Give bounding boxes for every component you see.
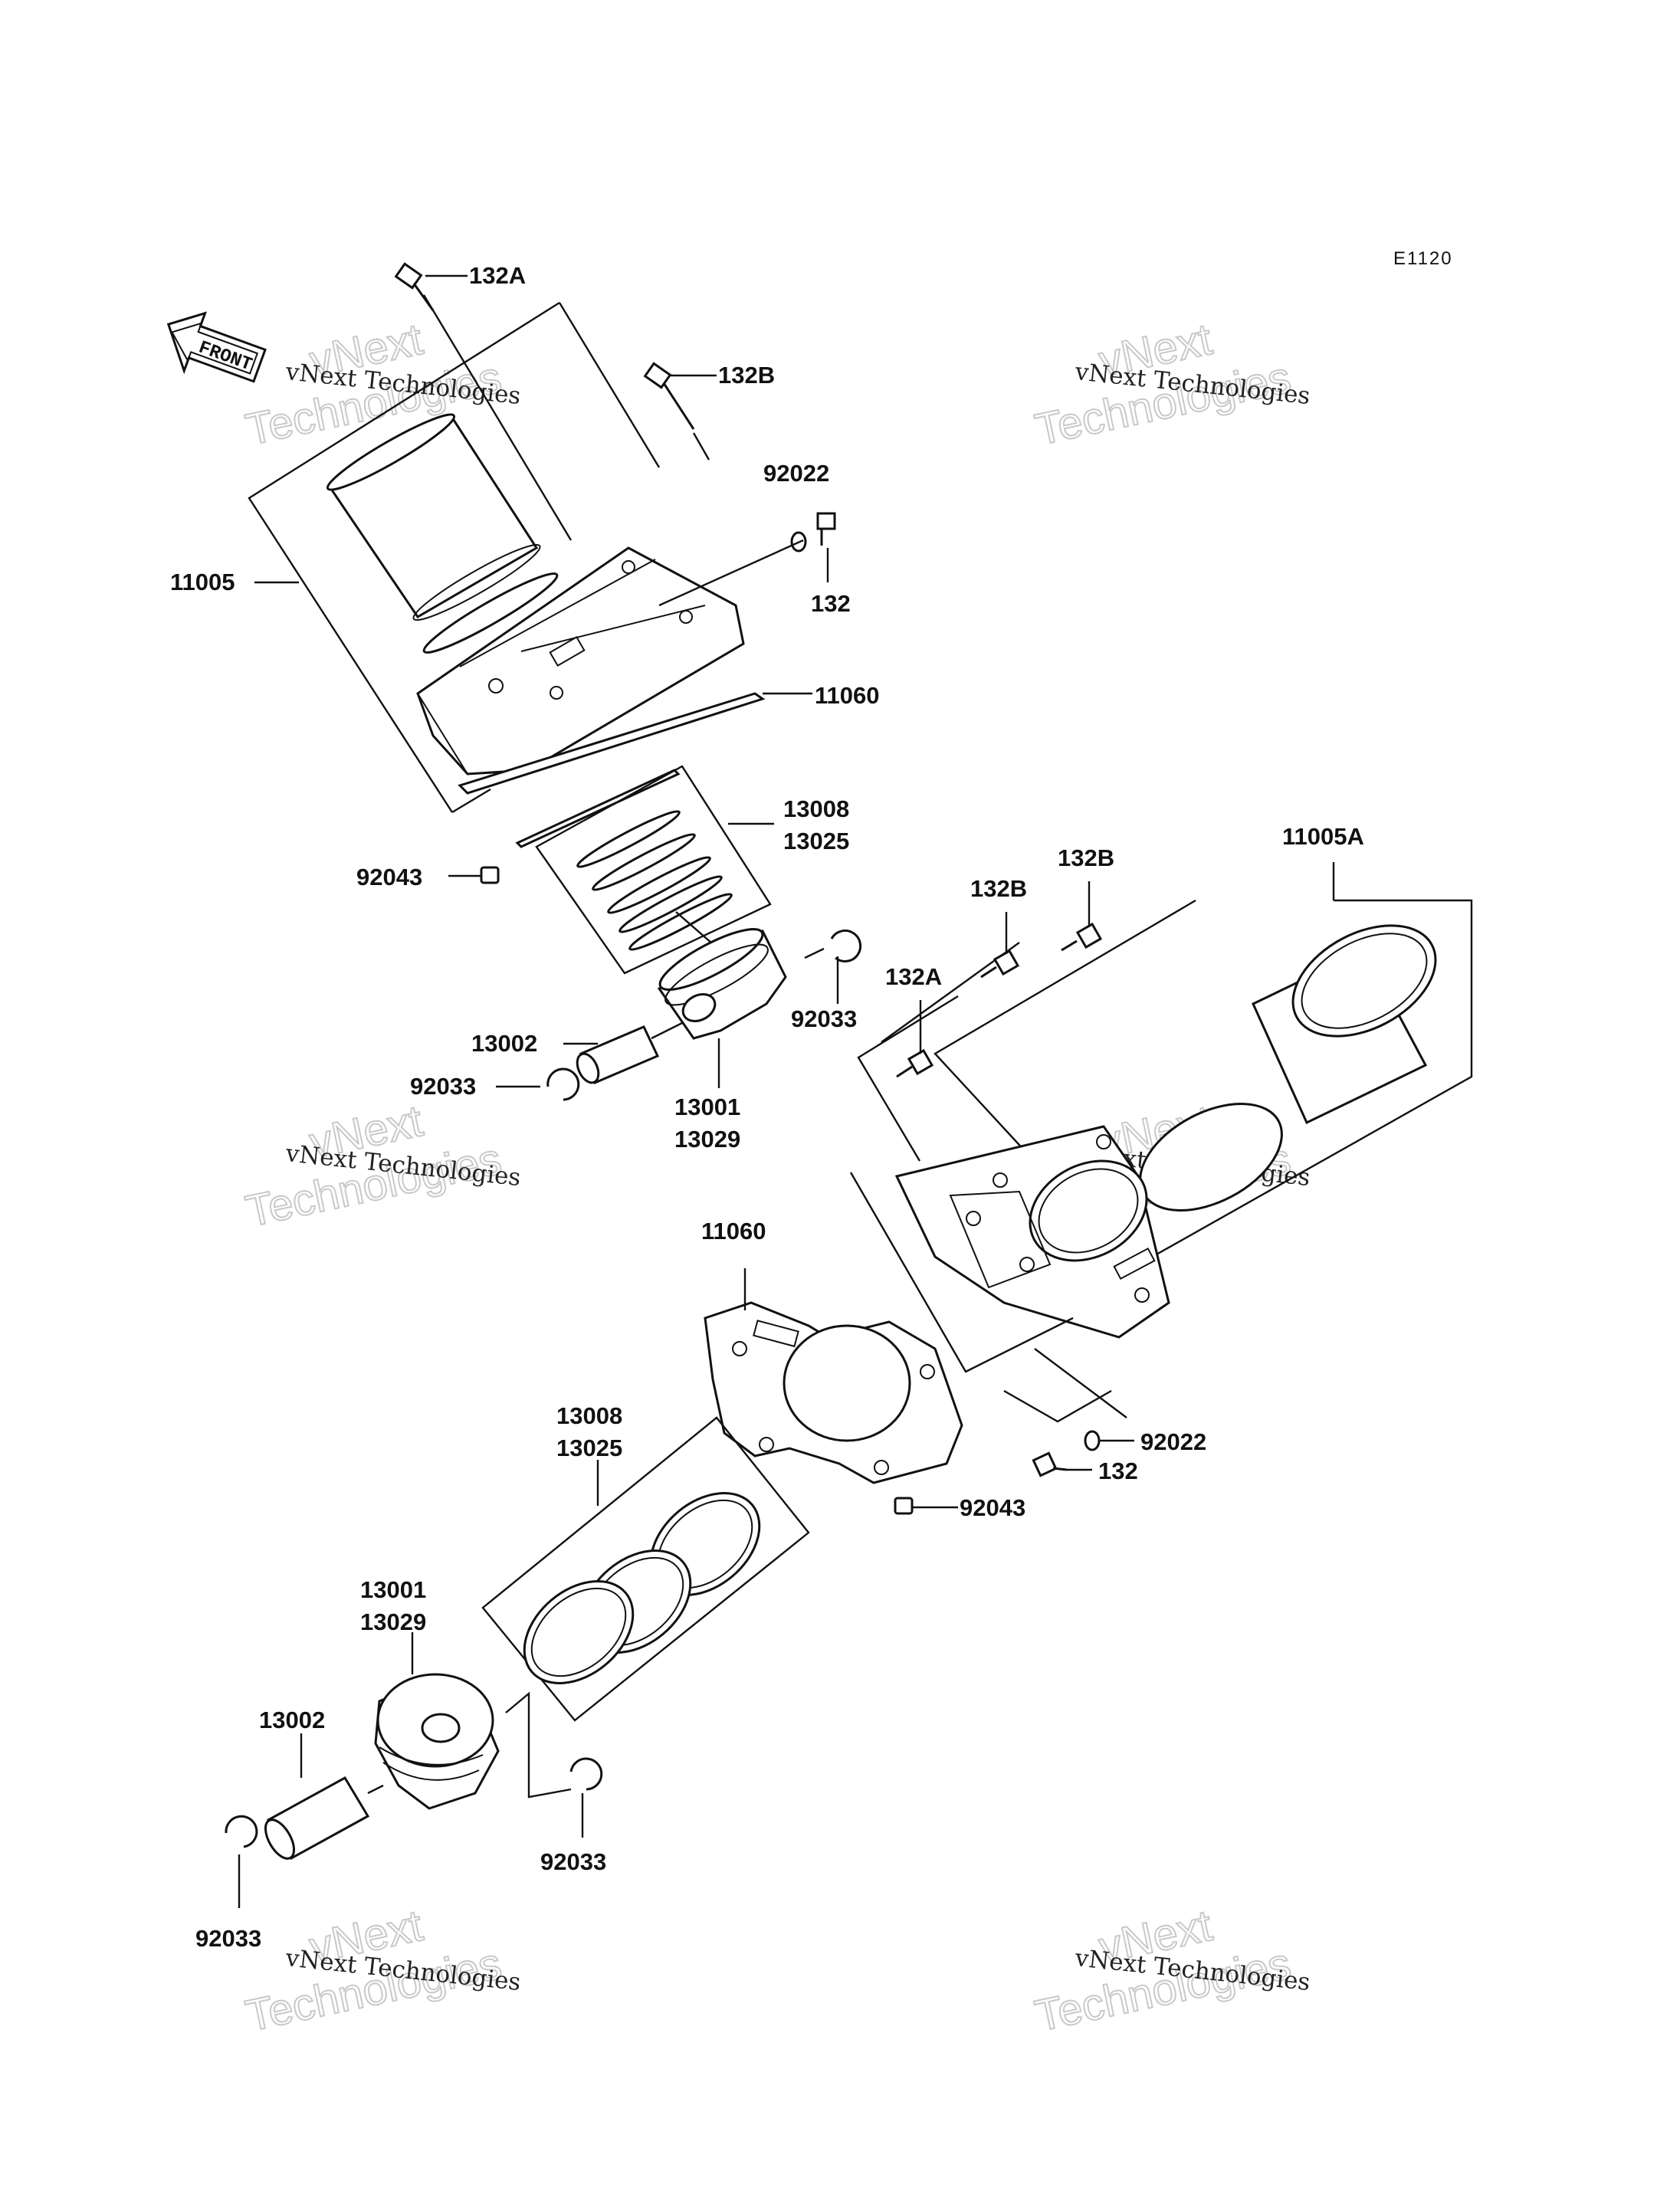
label-92022-lower: 92022	[1140, 1428, 1206, 1455]
circlip-92033-upper-a	[830, 929, 862, 962]
bracket-11005A	[1084, 899, 1473, 1297]
label-13002: 13002	[471, 1030, 537, 1057]
dowel-92043-upper	[480, 866, 500, 884]
label-92033-a: 92033	[791, 1005, 857, 1032]
piston-pin-upper	[576, 1025, 660, 1084]
bolt-132-upper	[816, 512, 836, 546]
circlip-92033-lower-b	[225, 1815, 258, 1848]
label-11005: 11005	[170, 569, 235, 595]
lower-assembly	[225, 862, 1473, 1908]
label-13008-lower: 13008	[556, 1402, 622, 1429]
label-13002-lower: 13002	[259, 1707, 325, 1733]
label-13029-lower: 13029	[360, 1608, 426, 1635]
label-11060: 11060	[815, 682, 880, 709]
bracket-11005	[248, 301, 560, 813]
piston-rings-upper	[576, 810, 733, 951]
label-132-lower: 132	[1098, 1458, 1138, 1484]
o-ring	[422, 572, 559, 654]
bolt-132B-upper	[643, 362, 717, 430]
circlip-92033-upper-b	[546, 1067, 580, 1101]
bolt-132A-upper	[394, 262, 468, 311]
washer-92022-lower	[1084, 1430, 1101, 1451]
label-132A-lower: 132A	[885, 963, 942, 990]
bolt-132B-lower-a	[980, 949, 1020, 979]
label-92033-lower-a: 92033	[540, 1848, 606, 1875]
label-13001: 13001	[674, 1094, 740, 1120]
diagram-code: E1120	[1393, 248, 1453, 269]
label-13001-lower: 13001	[360, 1576, 426, 1603]
bracket-13008	[535, 765, 772, 975]
piston-lower	[374, 1673, 500, 1810]
label-132B: 132B	[718, 362, 775, 389]
label-132B-a: 132B	[970, 875, 1027, 902]
bolt-132-lower	[1032, 1451, 1068, 1477]
piston-pin-lower	[264, 1776, 370, 1861]
dowel-92043-lower	[894, 1497, 914, 1515]
label-13029: 13029	[674, 1126, 740, 1153]
cylinder-block-lower	[894, 1125, 1170, 1339]
upper-labels: 132A 132B 92022 132 11005 11060 13008 13…	[170, 262, 880, 1153]
label-132B-b: 132B	[1058, 844, 1114, 871]
label-11005A: 11005A	[1282, 823, 1364, 850]
circlip-92033-lower-a	[569, 1757, 603, 1791]
base-gasket-lower	[704, 1301, 963, 1484]
upper-assembly	[248, 262, 862, 1101]
cylinder-sleeve-lower	[1252, 924, 1437, 1125]
label-11060-lower: 11060	[701, 1218, 766, 1244]
bolt-132A-lower	[896, 1048, 934, 1078]
label-132A: 132A	[469, 262, 526, 289]
front-arrow: FRONT	[166, 311, 267, 383]
lower-labels: 11005A 132B 132B 132A 11060 92022 132 92…	[195, 823, 1364, 1952]
cylinder-sleeve	[326, 413, 541, 621]
bolt-132B-lower-b	[1061, 922, 1103, 952]
label-13025-lower: 13025	[556, 1435, 622, 1461]
label-92033-b: 92033	[410, 1073, 476, 1100]
piston-rings-lower	[523, 1492, 761, 1684]
label-92022: 92022	[763, 460, 829, 487]
label-13025: 13025	[783, 828, 849, 854]
bracket-13008-lower	[481, 1416, 810, 1722]
label-92043-lower: 92043	[960, 1494, 1025, 1521]
base-gasket	[515, 769, 681, 848]
label-13008: 13008	[783, 795, 849, 822]
piston-upper	[657, 928, 787, 1040]
label-132: 132	[811, 590, 851, 617]
head-gasket	[458, 692, 766, 795]
label-92033-lower-b: 92033	[195, 1925, 261, 1952]
label-92043: 92043	[356, 864, 422, 890]
